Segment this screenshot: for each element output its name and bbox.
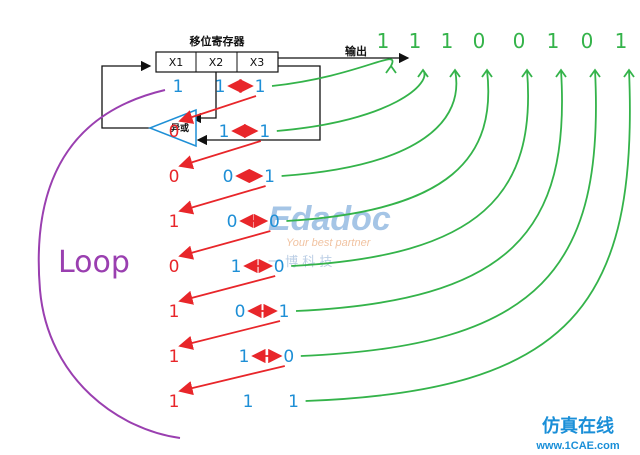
output-curve-arrowhead-4 (521, 68, 533, 78)
output-curve-0 (271, 58, 394, 87)
loop-annotation: Loop (37, 89, 181, 439)
row-2-x2: 0 (223, 167, 234, 187)
output-curve-arrowhead-3 (481, 68, 493, 78)
row-7-x1: 1 (169, 392, 180, 412)
row-6-x3: 0 (283, 347, 294, 367)
output-bit-7: 1 (615, 29, 628, 53)
loop-label: Loop (58, 245, 130, 280)
feedback-arrow-6 (178, 365, 286, 396)
output-curve-arrowhead-6 (589, 68, 601, 78)
row-6-x1: 1 (169, 347, 180, 367)
output-curve-3 (286, 69, 490, 222)
shift-register: 移位寄存器 X1 X2 X3 (155, 34, 279, 73)
row-3-x3: 0 (269, 212, 280, 232)
output-curve-arrowhead-7 (623, 68, 635, 78)
output-label: 输出 (345, 44, 367, 58)
register-box (155, 51, 279, 73)
row-0-x2: 1 (215, 77, 226, 97)
register-cell-x1: X1 (169, 56, 184, 69)
feedback-arrow-1 (178, 140, 262, 170)
output-bit-4: 0 (513, 29, 526, 53)
row-4-x1: 0 (169, 257, 180, 277)
row-2-x1: 0 (169, 167, 180, 187)
output-curve-4 (291, 69, 529, 267)
output-curve-1 (276, 69, 426, 132)
row-4-x2: 1 (231, 257, 242, 277)
watermark: Edadoc Your best partner 一 博 科 技 (268, 200, 391, 270)
row-1-x2: 1 (219, 122, 230, 142)
output-bit-6: 0 (581, 29, 594, 53)
output-bit-1: 1 (409, 29, 422, 53)
row-5-x2: 0 (235, 302, 246, 322)
row-5-x3: 1 (279, 302, 290, 322)
output-curve-2 (281, 69, 458, 177)
footer-url: www.1CAE.com (535, 440, 620, 452)
footer-logo: 仿真在线 www.1CAE.com (535, 415, 620, 452)
row-4-x3: 0 (274, 257, 285, 277)
row-7-x2: 1 (243, 392, 254, 412)
feedback-arrow-4 (178, 275, 276, 305)
output-bit-0: 1 (377, 29, 390, 53)
feedback-arrow-3 (178, 230, 271, 260)
feedback-wiring (101, 52, 410, 146)
output-curve-arrowhead-2 (449, 68, 461, 78)
feedback-arrow-0 (178, 95, 257, 124)
output-curve-arrowhead-5 (555, 68, 567, 78)
register-cell-x3: X3 (250, 56, 265, 69)
row-2-x3: 1 (264, 167, 275, 187)
watermark-brand: Edadoc (268, 200, 391, 238)
row-3-x1: 1 (169, 212, 180, 232)
register-cell-x2: X2 (209, 56, 224, 69)
feedback-arrow-2 (178, 185, 266, 215)
row-1-x1: 0 (169, 122, 180, 142)
watermark-cn: 一 博 科 技 (268, 255, 332, 270)
state-rows: 1 1 1 0 1 1 0 0 1 1 0 0 0 1 0 1 0 1 1 1 0 1 1 1 (169, 77, 299, 412)
output-bit-2: 1 (441, 29, 454, 53)
row-3-x2: 0 (227, 212, 238, 232)
output-curve-arrowhead-1 (417, 68, 429, 78)
row-7-x3: 1 (288, 392, 299, 412)
row-6-x2: 1 (239, 347, 250, 367)
row-0-x3: 1 (255, 77, 266, 97)
output-bit-5: 1 (547, 29, 560, 53)
output-curve-6 (300, 69, 597, 357)
footer-cn: 仿真在线 (542, 415, 614, 437)
output-curve-5 (295, 69, 563, 312)
watermark-slogan: Your best partner (286, 237, 372, 249)
output-bit-3: 0 (473, 29, 486, 53)
row-5-x1: 1 (169, 302, 180, 322)
feedback-arrow-5 (178, 320, 281, 350)
output-curve-7 (305, 69, 631, 402)
output-curve-arrowhead-0 (385, 64, 397, 74)
xor-label: 异或 (171, 122, 189, 134)
row-1-x3: 1 (259, 122, 270, 142)
register-title: 移位寄存器 (190, 34, 246, 48)
row-0-x1: 1 (173, 77, 184, 97)
